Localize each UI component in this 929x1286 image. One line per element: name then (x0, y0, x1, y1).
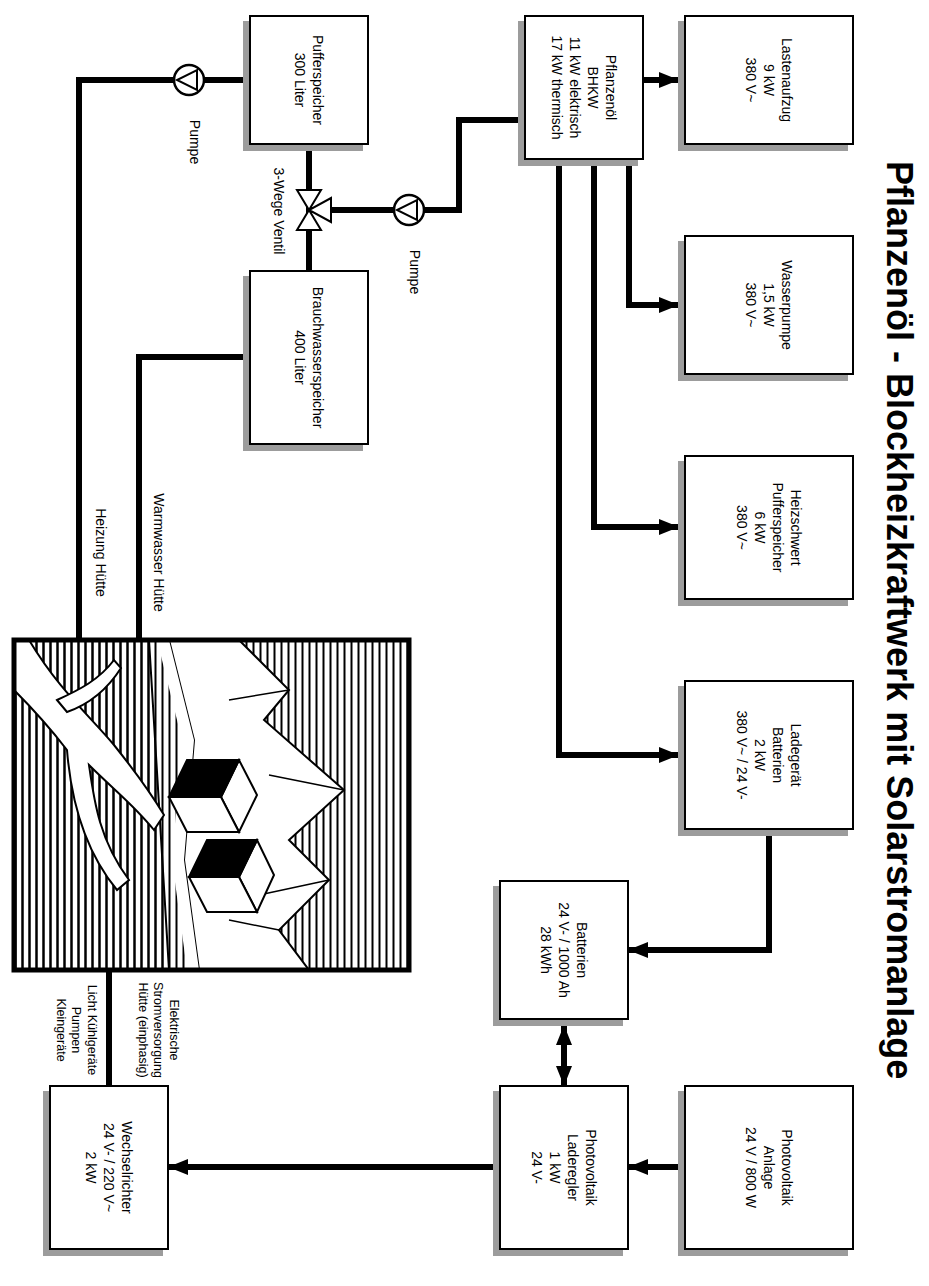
box-text: 11 kW elektrisch (566, 37, 584, 139)
ground-hatching (14, 640, 199, 970)
box-text: 24 V / 800 W (742, 1127, 760, 1208)
device-box: Batterien24 V- / 1000 Ah28 kWh (499, 880, 629, 1020)
annotation-label: Elektrische Stromversorgung Hütte (einph… (134, 978, 181, 1082)
box-text: Pufferspeicher (309, 35, 327, 125)
box-text: 24 V- / 220 V~ (100, 1123, 118, 1212)
box-text: 400 Liter (291, 330, 309, 384)
box-text: Laderegler (564, 1134, 582, 1201)
box-text: Heizschwert (787, 489, 805, 565)
box-text: 380 V~ (742, 283, 760, 328)
box-text: Wechselrichter (118, 1121, 136, 1213)
annotation-label: Pumpe (406, 232, 424, 312)
house-wall (189, 840, 257, 877)
box-text: Pflanzenöl (602, 55, 620, 120)
annotation-label: Warmwasser Hütte (150, 470, 168, 635)
box-text: 1,5 kW (760, 283, 778, 327)
device-box: Pufferspeicher300 Liter (249, 15, 369, 145)
annotation-label: Heizung Hütte (92, 470, 110, 635)
pump-circle (174, 65, 204, 95)
power-arrow (629, 836, 769, 950)
box-text: Wasserpumpe (778, 260, 796, 350)
power-arrow (594, 166, 678, 527)
power-arrow (559, 166, 678, 755)
river (14, 640, 164, 890)
box-text: 2 kW (82, 1152, 100, 1184)
box-text: Ladegerät (787, 723, 805, 786)
box-text: 1 kW (546, 1152, 564, 1184)
annotation-label: Licht Kühlgeräte Pumpen Kleingeräte (52, 978, 99, 1082)
box-text: 9 kW (760, 64, 778, 96)
annotation-label: 3-Wege Ventil (270, 156, 288, 266)
device-box: Lastenaufzug9 kW380 V~ (684, 15, 854, 145)
power-arrow (629, 1164, 678, 1170)
box-text: Pufferspeicher (769, 482, 787, 572)
box-text: BHKW (584, 67, 602, 109)
power-line (106, 970, 112, 1085)
device-box: Brauchwasserspeicher400 Liter (249, 270, 369, 445)
box-text: Brauchwasserspeicher (309, 287, 327, 429)
pump-circle (394, 195, 424, 225)
box-text: Lastenaufzug (778, 38, 796, 122)
device-box: Wechselrichter24 V- / 220 V~2 kW (49, 1085, 169, 1250)
box-text: Batterien (573, 922, 591, 978)
box-text: Anlage (760, 1146, 778, 1190)
pump-triangle (177, 70, 197, 90)
sky-hatching (14, 640, 409, 970)
box-text: 380 V~ (733, 505, 751, 550)
box-text: 17 kW thermisch (548, 35, 566, 139)
pump-symbol (394, 195, 424, 225)
box-text: 380 V~ / 24 V- (733, 710, 751, 799)
box-text: 6 kW (751, 512, 769, 544)
river-branch (57, 660, 121, 712)
box-text: 300 Liter (291, 53, 309, 107)
heating-pipe (79, 80, 243, 640)
device-box: PhotovoltaikAnlage24 V / 800 W (684, 1085, 854, 1250)
box-text: Photovoltaik (778, 1129, 796, 1205)
house-wall (169, 797, 239, 832)
pump-triangle (397, 200, 417, 220)
pump-symbol (174, 65, 204, 95)
box-text: Batterien (769, 727, 787, 783)
device-box: PflanzenölBHKW11 kW elektrisch17 kW ther… (524, 15, 644, 160)
valve-part (309, 198, 331, 222)
box-text: 24 V- / 1000 Ah (555, 902, 573, 998)
device-box: Wasserpumpe1,5 kW380 V~ (684, 235, 854, 375)
box-text: 2 kW (751, 739, 769, 771)
box-text: 380 V~ (742, 58, 760, 103)
house (169, 760, 257, 832)
diagram-title: Pflanzenöl - Blockheizkraftwerk mit Sola… (878, 161, 921, 1079)
box-text: Photovoltaik (582, 1129, 600, 1205)
power-arrow (169, 1164, 493, 1170)
hut-illustration (14, 640, 409, 970)
device-box: PhotovoltaikLaderegler1 kW24 V- (499, 1085, 629, 1250)
box-text: 24 V- (528, 1151, 546, 1184)
power-arrow (644, 77, 678, 83)
hot-water-pipe (139, 357, 243, 640)
device-box: HeizschwertPufferspeicher6 kW380 V~ (684, 455, 854, 600)
house-wall (189, 877, 257, 912)
device-box: LadegerätBatterien2 kW380 V~ / 24 V- (684, 680, 854, 830)
box-text: 28 kWh (537, 926, 555, 973)
power-arrow (629, 166, 678, 305)
valve-symbol (297, 190, 331, 230)
power-arrow (561, 1026, 567, 1085)
house-wall (169, 760, 239, 797)
annotation-label: Pumpe (186, 102, 204, 182)
hut-frame (14, 640, 409, 970)
house (189, 840, 274, 912)
